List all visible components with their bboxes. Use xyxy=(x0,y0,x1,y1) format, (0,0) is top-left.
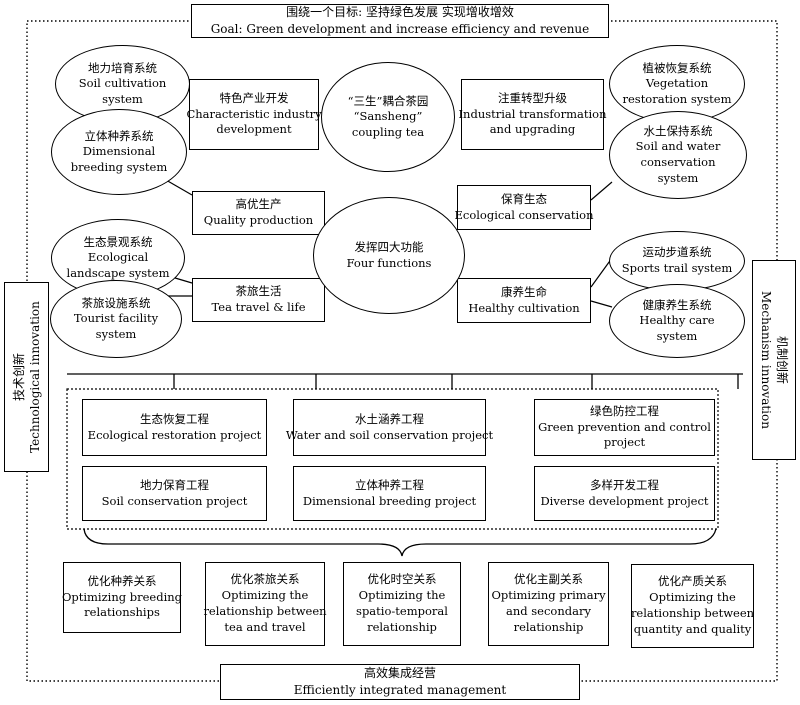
tourist-facility-system: 茶旅设施系统 Tourist facility system xyxy=(50,280,182,358)
industrial-transformation-box: 注重转型升级 Industrial transformation and upg… xyxy=(459,79,606,150)
project-group-frame xyxy=(66,388,719,530)
ecological-restoration-project: 生态恢复工程 Ecological restoration project xyxy=(82,399,267,456)
connector xyxy=(590,257,613,288)
connector xyxy=(590,181,613,201)
connector xyxy=(165,179,193,196)
connector xyxy=(590,300,613,308)
dimensional-breeding-project: 立体种养工程 Dimensional breeding project xyxy=(293,466,486,521)
diverse-development-project: 多样开发工程 Diverse development project xyxy=(534,466,715,521)
optimizing-tea-travel-box: 优化茶旅关系 Optimizing the relationship betwe… xyxy=(203,562,327,646)
mechanism-innovation-bar: 机制创新 Mechanism innovation xyxy=(752,260,796,460)
goal-box: 围绕一个目标: 坚持绿色发展 实现增收增效 Goal: Green develo… xyxy=(191,4,609,38)
dimensional-breeding-system: 立体种养系统 Dimensional breeding system xyxy=(51,109,187,195)
goal-en: Goal: Green development and increase eff… xyxy=(210,22,590,36)
sports-trail-system: 运动步道系统 Sports trail system xyxy=(609,231,745,291)
management-box: 高效集成经营 Efficiently integrated management xyxy=(220,664,580,700)
green-prevention-control-project: 绿色防控工程 Green prevention and control proj… xyxy=(534,399,715,456)
optimizing-breeding-box: 优化种养关系 Optimizing breeding relationships xyxy=(62,562,182,633)
vegetation-restoration-system: 植被恢复系统 Vegetation restoration system xyxy=(609,45,745,123)
tea-travel-life-box: 茶旅生活 Tea travel & life xyxy=(192,278,325,322)
healthy-cultivation-box: 康养生命 Healthy cultivation xyxy=(457,278,591,323)
goal-zh: 围绕一个目标: 坚持绿色发展 实现增收增效 xyxy=(286,5,514,20)
characteristic-industry-box: 特色产业开发 Characteristic industry developme… xyxy=(186,79,322,150)
soil-conservation-project: 地力保育工程 Soil conservation project xyxy=(82,466,267,521)
quality-production-box: 高优生产 Quality production xyxy=(192,191,325,235)
water-soil-conservation-project: 水土涵养工程 Water and soil conservation proje… xyxy=(286,399,493,456)
optimizing-quantity-quality-box: 优化产质关系 Optimizing the relationship betwe… xyxy=(631,564,754,648)
healthy-care-system: 健康养生系统 Healthy care system xyxy=(609,284,745,358)
bracket-curve xyxy=(83,528,717,557)
optimizing-primary-secondary-box: 优化主副关系 Optimizing primary and secondary … xyxy=(488,562,609,646)
sansheng-coupling-tea: “三生”耦合茶园 “Sansheng” coupling tea xyxy=(321,62,455,172)
technological-innovation-bar: 技术创新 Technological innovation xyxy=(4,282,49,472)
four-functions-center: 发挥四大功能 Four functions xyxy=(313,197,465,314)
soil-water-conservation-system: 水土保持系统 Soil and water conservation syste… xyxy=(609,111,747,199)
optimizing-spatio-temporal-box: 优化时空关系 Optimizing the spatio-temporal re… xyxy=(343,562,461,646)
ecological-conservation-box: 保育生态 Ecological conservation xyxy=(455,185,594,230)
